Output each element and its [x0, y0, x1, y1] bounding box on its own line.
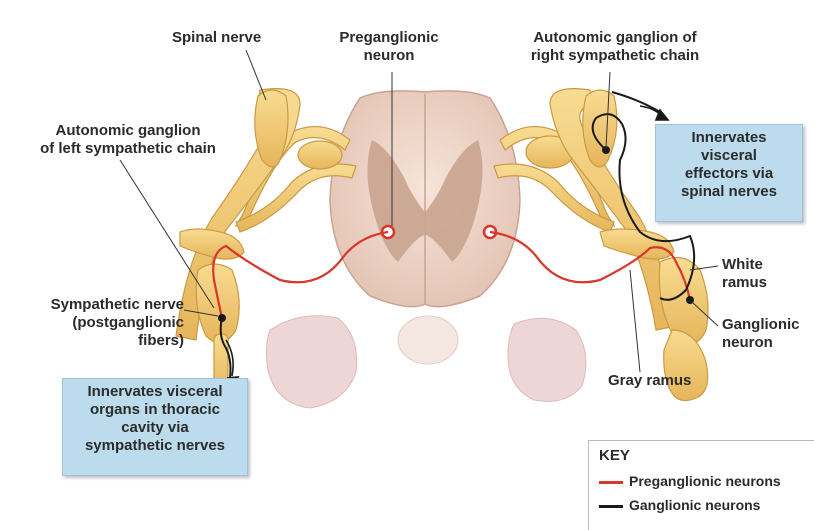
preganglionic-neuron-label: Preganglionic neuron — [330, 29, 448, 65]
left-chain-ganglion-label: Autonomic ganglion of left sympathetic c… — [30, 122, 226, 158]
right-chain-ganglion-label: Autonomic ganglion of right sympathetic … — [510, 29, 720, 65]
red-line-swatch-icon — [599, 481, 623, 484]
right-organ — [508, 318, 586, 401]
key-item-preganglionic: Preganglionic neurons — [599, 473, 781, 489]
sympathetic-nerve-label: Sympathetic nerve (postganglionic fibers… — [0, 296, 184, 350]
left-organ — [266, 316, 356, 408]
center-organ — [398, 316, 458, 364]
key-item-ganglionic: Ganglionic neurons — [599, 497, 760, 513]
spinal-nerve-label: Spinal nerve — [172, 29, 261, 47]
left-ganglionic-cell-body — [218, 314, 226, 322]
gray-ramus-label: Gray ramus — [608, 372, 691, 390]
key-legend: KEY Preganglionic neurons Ganglionic neu… — [588, 440, 814, 530]
key-title: KEY — [599, 447, 630, 464]
ganglionic-neuron-label: Ganglionic neuron — [722, 316, 800, 352]
left-callout-box: Innervates visceral organs in thoracic c… — [62, 378, 248, 476]
white-ramus-label: White ramus — [722, 256, 767, 292]
black-line-swatch-icon — [599, 505, 623, 508]
right-callout-box: Innervates visceral effectors via spinal… — [655, 124, 803, 222]
spinal-cord — [330, 91, 520, 307]
